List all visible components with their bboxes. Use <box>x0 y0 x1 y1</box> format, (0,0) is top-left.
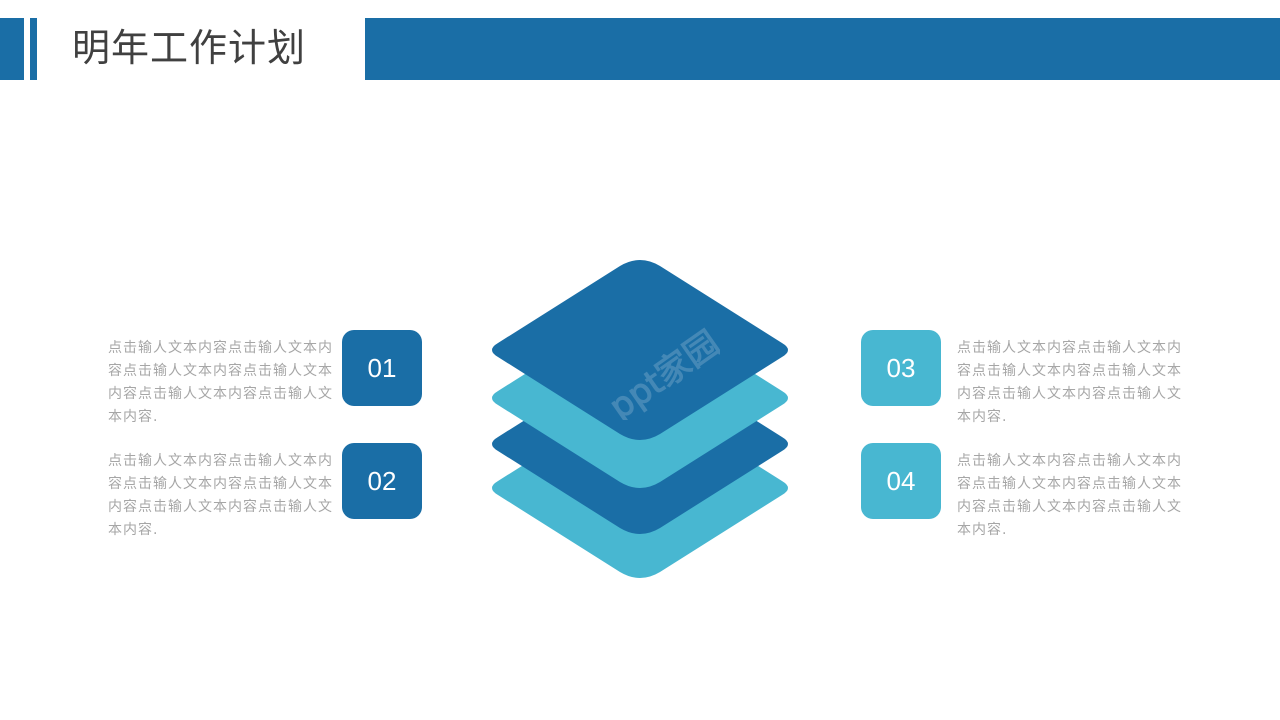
header-accent-block <box>0 18 24 80</box>
layer-1 <box>492 260 788 440</box>
item-03-description[interactable]: 点击输人文本内容点击输人文本内容点击输人文本内容点击输人文本内容点击输人文本内容… <box>957 340 1182 425</box>
item-01-number-badge[interactable]: 01 <box>342 330 422 406</box>
header-accent-stripe <box>30 18 37 80</box>
item-01-description[interactable]: 点击输人文本内容点击输人文本内容点击输人文本内容点击输人文本内容点击输人文本内容… <box>108 340 333 425</box>
page-title[interactable]: 明年工作计划 <box>72 26 307 70</box>
item-02-number-badge[interactable]: 02 <box>342 443 422 519</box>
layer-stack-graphic <box>492 260 788 578</box>
item-03-number-badge[interactable]: 03 <box>861 330 941 406</box>
item-04-number-badge[interactable]: 04 <box>861 443 941 519</box>
item-02-description[interactable]: 点击输人文本内容点击输人文本内容点击输人文本内容点击输人文本内容点击输人文本内容… <box>108 453 333 538</box>
item-04-description[interactable]: 点击输人文本内容点击输人文本内容点击输人文本内容点击输人文本内容点击输人文本内容… <box>957 453 1182 538</box>
header-bar <box>365 18 1280 80</box>
